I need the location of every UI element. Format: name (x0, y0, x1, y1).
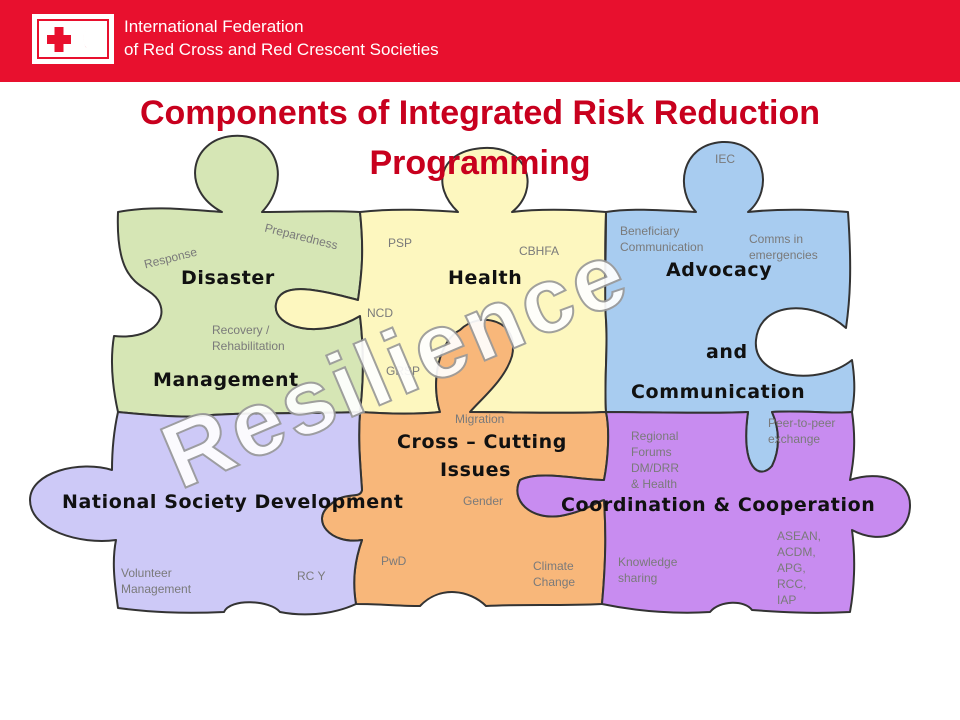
item-ncd: NCD (367, 306, 393, 320)
label-advocacy: Advocacy (666, 259, 772, 281)
item-forums: Forums (631, 445, 672, 459)
org-name-line2: of Red Cross and Red Crescent Societies (124, 40, 439, 59)
piece-coordination (516, 410, 911, 614)
item-recovery: Recovery / (212, 323, 270, 337)
org-name-line1: International Federation (124, 17, 304, 36)
item-exchange: exchange (768, 432, 820, 446)
item-iap: IAP (777, 593, 796, 607)
item-iec: IEC (715, 152, 735, 166)
item-change: Change (533, 575, 575, 589)
label-coordination: Coordination & Cooperation (561, 494, 875, 516)
item-volunteer: Volunteer (121, 566, 172, 580)
label-and: and (706, 341, 748, 363)
item-migration: Migration (455, 412, 504, 426)
item-comms-in: Comms in (749, 232, 803, 246)
item-rcc: RCC, (777, 577, 806, 591)
label-cross-cutting: Cross – Cutting (397, 431, 567, 453)
label-disaster: Disaster (181, 267, 275, 289)
label-national-society: National Society Development (62, 491, 404, 513)
title-line2: Programming (369, 144, 591, 182)
item-grsp: GRSP (386, 364, 420, 378)
page-title: Components of Integrated Risk Reduction … (0, 88, 960, 188)
item-sharing: sharing (618, 571, 657, 585)
item-communication: Communication (620, 240, 703, 254)
item-peer-to-peer: Peer-to-peer (768, 416, 835, 430)
piece-national-society (29, 411, 363, 616)
item-pwd: PwD (381, 554, 407, 568)
label-communication: Communication (631, 381, 805, 403)
label-issues: Issues (440, 459, 511, 481)
item-rcy: RC Y (297, 569, 325, 583)
item-apg: APG, (777, 561, 806, 575)
item-regional: Regional (631, 429, 678, 443)
item-acdm: ACDM, (777, 545, 816, 559)
item-volunteer-management: Management (121, 582, 192, 596)
item-cbhfa: CBHFA (519, 244, 559, 258)
item-emergencies: emergencies (749, 248, 818, 262)
item-psp: PSP (388, 236, 412, 250)
red-cross-crescent-icon (34, 16, 112, 62)
item-knowledge: Knowledge (618, 555, 678, 569)
item-rehabilitation: Rehabilitation (212, 339, 285, 353)
item-dm-drr: DM/DRR (631, 461, 679, 475)
label-health: Health (448, 267, 522, 289)
item-gender: Gender (463, 494, 503, 508)
header-bar: International Federation of Red Cross an… (0, 0, 960, 82)
label-management: Management (153, 369, 299, 391)
title-line1: Components of Integrated Risk Reduction (139, 94, 821, 132)
item-asean: ASEAN, (777, 529, 821, 543)
ifrc-logo (32, 14, 114, 64)
item-climate: Climate (533, 559, 574, 573)
org-name: International Federation of Red Cross an… (124, 15, 439, 61)
item-and-health: & Health (631, 477, 677, 491)
item-beneficiary: Beneficiary (620, 224, 679, 238)
